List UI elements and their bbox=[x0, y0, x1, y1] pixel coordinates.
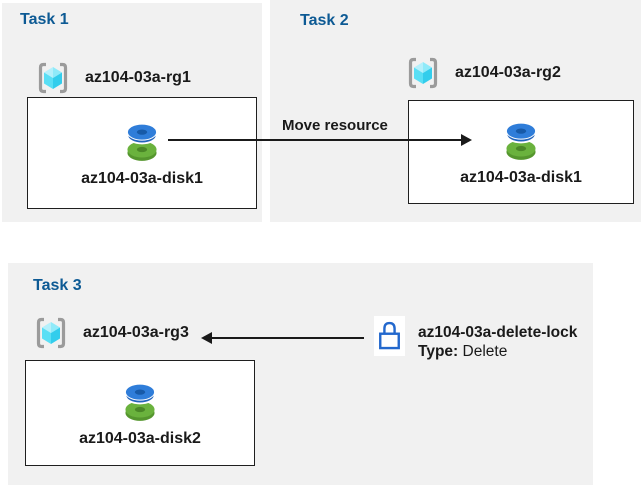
task1-disk-box: az104-03a-disk1 bbox=[27, 97, 257, 209]
move-resource-label: Move resource bbox=[282, 117, 388, 134]
delete-lock-group: az104-03a-delete-lock Type: Delete bbox=[374, 316, 577, 361]
delete-lock-arrow-line bbox=[212, 337, 364, 339]
task1-title: Task 1 bbox=[20, 11, 69, 28]
task1-resource-group: az104-03a-rg1 bbox=[34, 60, 191, 96]
delete-lock-name: az104-03a-delete-lock bbox=[418, 324, 578, 341]
resource-group-name: az104-03a-rg3 bbox=[83, 324, 189, 341]
move-resource-arrow-line bbox=[168, 139, 462, 141]
task1-panel: Task 1 az104-03a-rg1 bbox=[2, 3, 262, 222]
resource-group-icon bbox=[32, 315, 70, 351]
disk-icon bbox=[502, 118, 540, 165]
disk-icon bbox=[121, 379, 159, 426]
move-resource-arrow-head bbox=[461, 133, 472, 146]
delete-lock-type-label: Type: bbox=[418, 343, 459, 360]
task2-panel: Task 2 az104-03a-rg2 bbox=[270, 0, 641, 222]
disk-name: az104-03a-disk1 bbox=[81, 169, 203, 187]
delete-lock-arrow-head bbox=[201, 331, 212, 344]
task3-title: Task 3 bbox=[33, 277, 82, 294]
delete-lock-text: az104-03a-delete-lock Type: Delete bbox=[418, 323, 577, 361]
delete-lock-type-value: Delete bbox=[462, 343, 508, 360]
disk-name: az104-03a-disk1 bbox=[460, 168, 582, 186]
task3-disk-box: az104-03a-disk2 bbox=[25, 360, 255, 466]
task3-panel: Task 3 az104-03a-rg3 bbox=[8, 263, 593, 485]
task2-resource-group: az104-03a-rg2 bbox=[404, 55, 561, 91]
task2-disk-box: az104-03a-disk1 bbox=[408, 100, 634, 204]
disk-name: az104-03a-disk2 bbox=[79, 429, 201, 447]
task3-resource-group: az104-03a-rg3 bbox=[32, 315, 189, 351]
disk-icon bbox=[123, 119, 161, 166]
resource-group-icon bbox=[34, 60, 72, 96]
resource-group-icon bbox=[404, 55, 442, 91]
resource-group-name: az104-03a-rg1 bbox=[85, 69, 191, 86]
lock-icon bbox=[374, 316, 405, 356]
task2-title: Task 2 bbox=[300, 12, 349, 29]
resource-group-name: az104-03a-rg2 bbox=[455, 64, 561, 81]
